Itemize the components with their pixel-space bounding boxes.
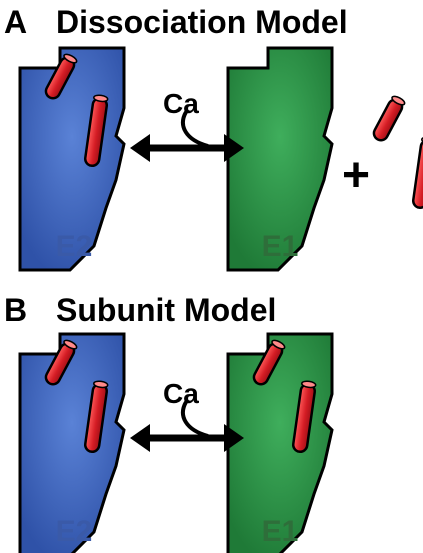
panel-b-title: Subunit Model [56,292,277,328]
panel-a-title: Dissociation Model [56,4,348,40]
panel-a-letter: A [4,4,28,40]
panel-b-double-arrow [130,401,244,452]
panel-a-e2-label: E2 [55,230,93,263]
panel-a-ion-label: Ca [163,88,199,119]
panel-a-free-subunit [370,93,423,210]
panel-b-letter: B [4,292,28,328]
panel-b-e2-label: E2 [55,515,93,548]
panel-b-e1-label: E1 [261,515,299,548]
panel-a-double-arrow [130,111,244,162]
panel-a-plus-sign: + [342,149,371,202]
panel-a-e1-label: E1 [261,230,299,263]
panel-b-ion-label: Ca [163,378,199,409]
